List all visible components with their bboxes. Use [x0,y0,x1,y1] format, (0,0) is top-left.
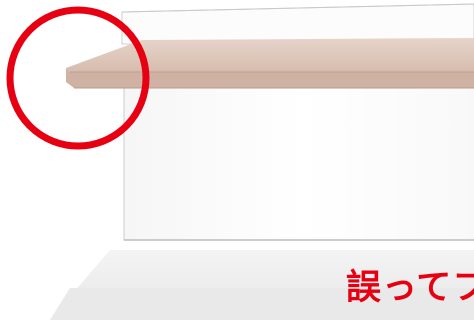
highlight-circle [6,6,150,150]
top-board-surface [66,38,474,72]
warning-caption: 誤ってフ [346,268,474,308]
cabinet-top-edge [121,3,474,13]
cabinet-back-frame [121,3,474,45]
cabinet-body [123,87,474,241]
top-board-front-edge [66,68,474,88]
floor-shadow-edge [50,288,474,320]
